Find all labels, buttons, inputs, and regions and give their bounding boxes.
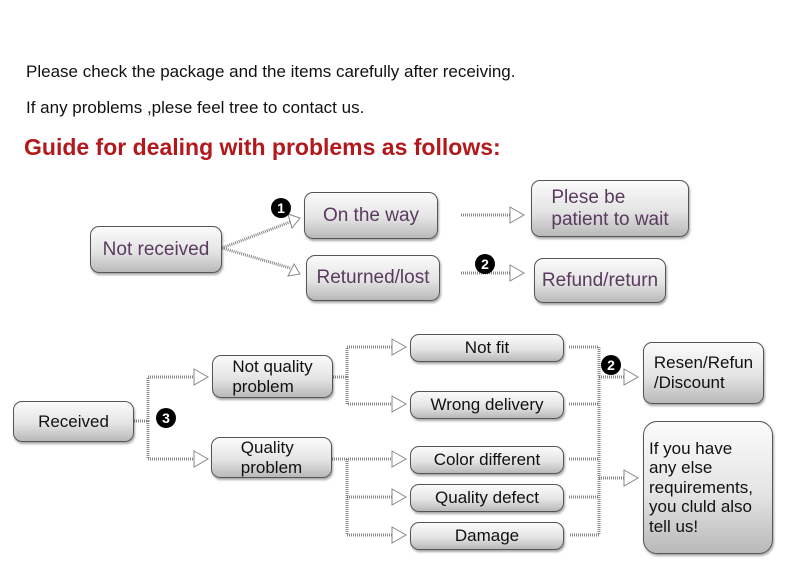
step-badge-2: 2 [475,254,495,274]
other-requirements-node: If you have any else requirements, you c… [643,421,773,554]
received-node: Received [13,401,134,442]
color-different-node: Color different [410,446,564,474]
step-badge-2b: 2 [601,355,621,375]
step-badge-1: 1 [271,198,291,218]
not-quality-problem-node: Not quality problem [212,355,333,398]
intro-line-2: If any problems ,plese feel tree to cont… [26,98,365,117]
damage-node: Damage [410,522,564,550]
resend-refund-node: Resen/Refun /Discount [643,342,764,404]
refund-return-node: Refund/return [534,258,666,303]
not-fit-node: Not fit [410,334,564,362]
guide-heading: Guide for dealing with problems as follo… [24,134,501,160]
quality-problem-node: Quality problem [211,437,332,478]
intro-line-1: Please check the package and the items c… [26,62,516,81]
wait-node: Plese be patient to wait [531,180,689,237]
step-badge-3: 3 [156,408,176,428]
not-received-node: Not received [90,226,222,273]
wrong-delivery-node: Wrong delivery [410,391,564,419]
returned-lost-node: Returned/lost [306,255,440,301]
on-the-way-node: On the way [304,192,438,239]
quality-defect-node: Quality defect [410,484,564,512]
